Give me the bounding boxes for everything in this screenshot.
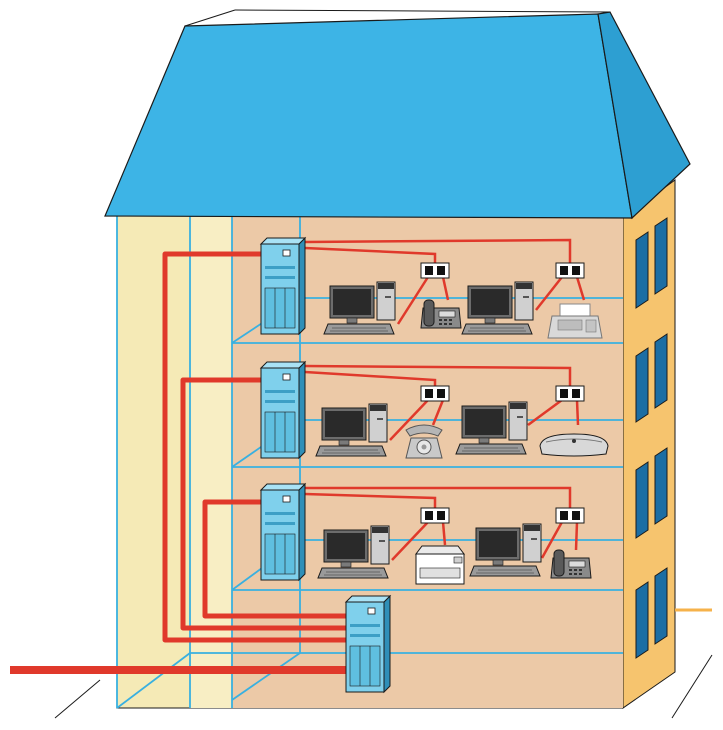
floor-3-outlet-left	[420, 262, 450, 279]
main-distribution-server	[345, 595, 391, 693]
floor-1-outlet-left	[420, 507, 450, 524]
floor-3-outlet-right	[555, 262, 585, 279]
floor-1-outlet-right	[555, 507, 585, 524]
backbone-cables	[10, 251, 350, 674]
ground-floor	[345, 595, 391, 693]
floor-3-server	[260, 237, 306, 335]
floor-3-computer-left	[323, 281, 396, 335]
floor-2-outlet-right	[555, 385, 585, 402]
floor-2-computer-right	[455, 401, 528, 455]
side-windows	[635, 217, 668, 659]
floor-2-outlet-left	[420, 385, 450, 402]
floor-1-printer	[415, 545, 465, 585]
floor-1-computer-left	[317, 525, 390, 579]
floor-2-server	[260, 361, 306, 459]
floor-2-computer-left	[315, 403, 388, 457]
ground-lines	[54, 654, 713, 719]
floor-2-rotary-phone	[405, 424, 443, 459]
floor-2-router	[539, 433, 609, 457]
floor-lines	[116, 215, 623, 709]
horizontal-cables	[304, 238, 586, 561]
floor-1-computer-right	[469, 523, 542, 577]
floor-1-server	[260, 483, 306, 581]
floor-3-computer-right	[461, 281, 534, 335]
riser-shaft	[190, 216, 232, 708]
roof-side	[597, 11, 691, 220]
roof-front	[104, 13, 633, 219]
roof	[104, 9, 691, 220]
